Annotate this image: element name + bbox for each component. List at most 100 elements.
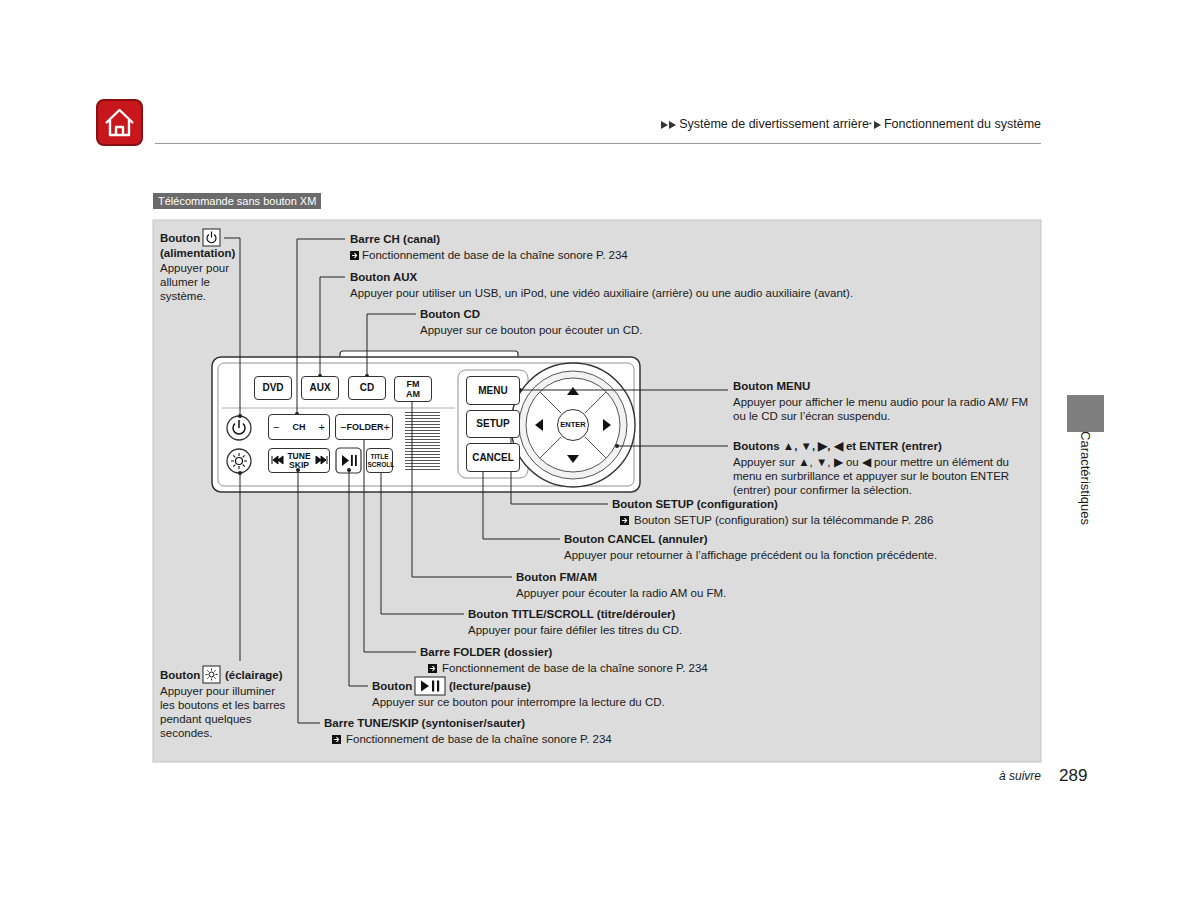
label: Bouton MENU: [733, 379, 810, 393]
navigation-dial-part: [519, 371, 627, 479]
breadcrumb-arrow-shape: [661, 121, 668, 129]
reference-icons-part: [620, 516, 629, 525]
section-tab: [1067, 395, 1104, 432]
button-text: DVD: [262, 383, 283, 393]
leader-dots-part: [238, 471, 242, 475]
play-pause-button-part: [342, 455, 349, 466]
tune-skip-bar-part: [272, 456, 283, 464]
navigation-dial-part: [511, 363, 635, 487]
label: Bouton FM/AM: [516, 570, 597, 584]
title-scroll-button: TITLE SCROLL: [366, 448, 393, 473]
button-text: +: [383, 422, 389, 432]
leader-lines-part: [297, 239, 345, 414]
leader-lines-part: [412, 400, 512, 577]
label: Fonctionnement de base de la chaîne sono…: [442, 661, 708, 675]
label: (lecture/pause): [449, 679, 531, 693]
reference-icons-part: [430, 666, 435, 671]
label: Appuyer sur ▲, ▼, ▶ ou ◀ pour mettre un …: [733, 455, 1033, 497]
navigation-dial-part: [540, 392, 606, 458]
label: Appuyer pour retourner à l’affichage pré…: [564, 548, 1034, 562]
label: Bouton SETUP (configuration): [612, 497, 778, 511]
leader-lines-part: [381, 470, 464, 614]
label: (alimentation): [160, 246, 235, 260]
folder-bar: −FOLDER+: [335, 414, 393, 440]
label: Bouton TITLE/SCROLL (titre/dérouler): [468, 607, 675, 621]
power-button: [227, 416, 251, 440]
remote-body-part: [212, 357, 640, 492]
label: Appuyer pour illuminer les boutons et le…: [160, 684, 286, 740]
label: Bouton SETUP (configuration) sur la télé…: [634, 513, 933, 527]
tune-skip-bar: TUNE SKIP: [268, 448, 330, 473]
label: Appuyer sur ce bouton pour écouter un CD…: [420, 323, 642, 337]
light-button-part: [236, 458, 243, 465]
remote-body-part: [405, 412, 440, 470]
label: Bouton CANCEL (annuler): [564, 532, 708, 546]
button-text: CD: [360, 383, 374, 393]
play-pause-button: [336, 448, 361, 473]
label-icons-part: [209, 672, 214, 677]
breadcrumb: Système de divertissement arrière*Foncti…: [661, 117, 1041, 132]
enter-button: ENTER: [557, 409, 589, 441]
label: Bouton: [160, 668, 200, 682]
navigation-dial: [511, 363, 635, 487]
button-text: TITLE SCROLL: [368, 453, 392, 468]
leader-dots-part: [238, 414, 242, 418]
navigation-dial-part: [526, 378, 620, 472]
cd-button: CD: [348, 376, 386, 400]
leader-lines-part: [520, 390, 728, 391]
label: Appuyer pour faire défiler les titres du…: [468, 623, 682, 637]
label-icons-part: [203, 666, 220, 683]
breadcrumb-text: Fonctionnement du système: [884, 117, 1041, 132]
menu-button: MENU: [466, 376, 520, 405]
label: Barre FOLDER (dossier): [420, 645, 552, 659]
button-text: −: [273, 422, 279, 432]
label: Bouton AUX: [350, 270, 417, 284]
leader-lines: [224, 238, 728, 723]
cancel-button: CANCEL: [466, 443, 520, 472]
fm-am-button: FM AM: [394, 376, 432, 402]
label-icons-part: [206, 669, 218, 681]
leader-lines-part: [320, 277, 345, 376]
leader-lines-part: [483, 470, 560, 539]
breadcrumb-arrow: [874, 120, 884, 130]
leader-lines-part: [240, 473, 241, 661]
reference-icons-part: [622, 518, 627, 523]
breadcrumb-arrow: [661, 120, 679, 130]
label: Bouton: [372, 679, 412, 693]
continued-note: à suivre: [999, 769, 1041, 783]
label: Fonctionnement de base de la chaîne sono…: [346, 732, 612, 746]
button-text: SETUP: [476, 419, 509, 429]
label-icons-part: [211, 232, 212, 238]
label: Bouton: [160, 231, 200, 245]
label: Appuyer sur ce bouton pour interrompre l…: [372, 695, 665, 709]
label: Appuyer pour afficher le menu audio pour…: [733, 395, 1043, 423]
breadcrumb-text: *: [869, 117, 872, 132]
button-text: AUX: [309, 383, 330, 393]
button-text: Télécommande sans bouton XM: [158, 196, 316, 206]
ch-bar: −CH+: [268, 414, 330, 440]
play-pause-button-part: [351, 455, 353, 466]
leader-dots: [238, 374, 619, 475]
breadcrumb-arrow-shape: [669, 121, 676, 129]
play-pause-button-part: [336, 448, 361, 473]
tune-skip-bar: [268, 448, 330, 473]
label-icons-part: [421, 681, 429, 692]
leader-lines-part: [349, 470, 368, 686]
label: Fonctionnement de base de la chaîne sono…: [362, 248, 628, 262]
label-icons-part: [432, 681, 434, 692]
reference-icons-part: [428, 664, 437, 673]
button-text: TUNE SKIP: [286, 452, 312, 469]
leader-lines-part: [511, 436, 608, 504]
tune-skip-bar-part: [268, 448, 330, 473]
button-text: −: [340, 422, 346, 432]
remote-body-part: [222, 408, 455, 409]
breadcrumb-arrow-shape: [874, 121, 881, 129]
remote-body-part: [218, 363, 634, 486]
navigation-dial-part: [535, 387, 611, 463]
label: Boutons ▲, ▼, ▶, ◀ et ENTER (entrer): [733, 439, 942, 453]
label: Appuyer pour écouter la radio AM ou FM.: [516, 586, 726, 600]
panel: [153, 220, 1041, 762]
play-pause-button-part: [355, 455, 357, 466]
